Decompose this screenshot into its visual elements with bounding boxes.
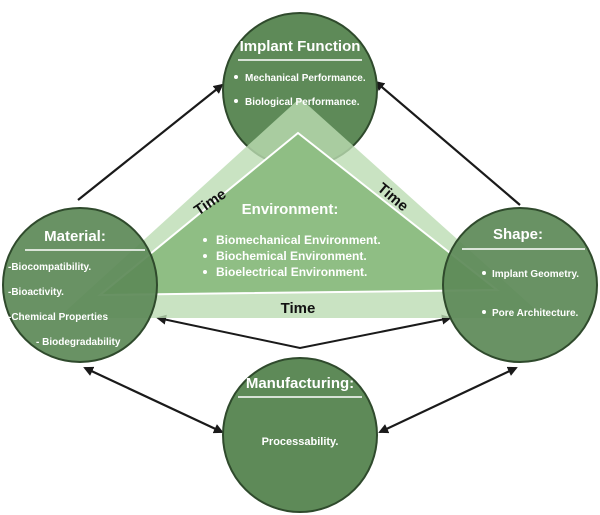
- env-bullet-2: [203, 254, 207, 258]
- environment-triangle: [97, 131, 500, 297]
- shape-item-2: Pore Architecture.: [492, 308, 579, 319]
- shape-item-1: Implant Geometry.: [492, 269, 579, 280]
- env-bullet-1: [203, 238, 207, 242]
- arrow-material-to-implant: [77, 83, 224, 201]
- manufacturing-title: Manufacturing:: [246, 375, 354, 392]
- env-item-1: Biomechanical Environment.: [216, 233, 381, 247]
- arrow-material-shape: [156, 314, 452, 350]
- env-bullet-3: [203, 270, 207, 274]
- material-title: Material:: [44, 228, 106, 245]
- env-item-2: Biochemical Environment.: [216, 249, 367, 263]
- arrow-shape-manufacturing: [378, 366, 518, 434]
- time-label-bottom: Time: [281, 300, 316, 317]
- env-item-3: Bioelectrical Environment.: [216, 265, 367, 279]
- implant-item-1: Mechanical Performance.: [245, 73, 366, 84]
- environment-title: Environment:: [242, 201, 339, 218]
- shape-bullet-2: [482, 310, 486, 314]
- manufacturing-item-1: Processability.: [262, 436, 339, 448]
- implant-bullet-1: [234, 75, 238, 79]
- material-item-3: -Chemical Properties: [8, 312, 108, 323]
- material-item-1: -Biocompatibility.: [8, 262, 91, 273]
- implant-function-title: Implant Function: [240, 38, 361, 55]
- material-item-4: - Biodegradability: [36, 337, 121, 348]
- arrow-material-manufacturing: [83, 366, 224, 434]
- arrow-shape-to-implant: [374, 80, 521, 206]
- shape-circle: [442, 207, 598, 363]
- material-circle: [2, 207, 158, 363]
- shape-title: Shape:: [493, 226, 543, 243]
- shape-bullet-1: [482, 271, 486, 275]
- implant-bullet-2: [234, 99, 238, 103]
- implant-item-2: Biological Performance.: [245, 97, 360, 108]
- material-item-2: -Bioactivity.: [8, 287, 64, 298]
